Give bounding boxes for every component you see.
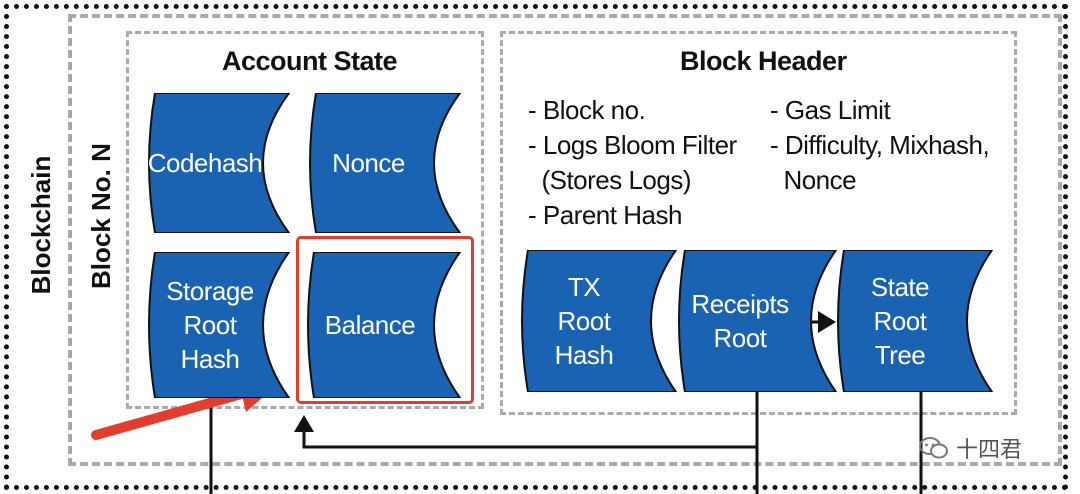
state-root-tree-cylinder: State Root Tree bbox=[834, 250, 996, 392]
storage-root-hash-label: Storage Root Hash bbox=[166, 276, 254, 374]
nonce-label: Nonce bbox=[332, 148, 405, 178]
tx-root-hash-label: TX Root Hash bbox=[554, 272, 614, 370]
receipts-root-cylinder: Receipts Root bbox=[675, 250, 840, 392]
watermark-text: 十四君 bbox=[956, 437, 1023, 462]
annotation-arrow-shaft bbox=[91, 388, 250, 440]
watermark: 十四君 bbox=[918, 432, 1022, 464]
header-fields-right: - Gas Limit - Difficulty, Mixhash, Nonce bbox=[770, 93, 990, 198]
nonce-cylinder: Nonce bbox=[306, 93, 466, 233]
header-field: - Block no. bbox=[528, 95, 646, 125]
header-field: Nonce bbox=[770, 165, 857, 195]
header-field: - Logs Bloom Filter bbox=[528, 130, 737, 160]
tx-root-hash-cylinder: TX Root Hash bbox=[518, 250, 680, 392]
blockchain-container bbox=[4, 4, 1068, 490]
storage-root-hash-cylinder: Storage Root Hash bbox=[145, 252, 305, 398]
balance-cylinder: Balance bbox=[304, 252, 466, 398]
codehash-cylinder: Codehash bbox=[145, 93, 305, 233]
receipts-to-state-arrowhead bbox=[818, 311, 836, 333]
state-link-line bbox=[302, 428, 757, 449]
chat-bubbles-icon bbox=[919, 437, 948, 459]
header-fields-left: - Block no. - Logs Bloom Filter (Stores … bbox=[528, 93, 737, 233]
block-n-container bbox=[68, 14, 1062, 466]
state-link-arrowhead bbox=[294, 415, 314, 432]
header-field: - Difficulty, Mixhash, bbox=[770, 130, 990, 160]
balance-label: Balance bbox=[324, 310, 416, 340]
balance-highlight-box bbox=[296, 236, 474, 404]
header-field: (Stores Logs) bbox=[528, 165, 692, 195]
state-root-tree-label: State Root Tree bbox=[870, 272, 930, 370]
header-field: - Gas Limit bbox=[770, 95, 891, 125]
header-field: - Parent Hash bbox=[528, 200, 682, 230]
account-state-container bbox=[126, 31, 484, 409]
block-header-title: Block Header bbox=[680, 46, 847, 76]
receipts-root-label: Receipts Root bbox=[691, 289, 789, 353]
account-state-title: Account State bbox=[222, 46, 398, 76]
codehash-label: Codehash bbox=[147, 148, 263, 178]
